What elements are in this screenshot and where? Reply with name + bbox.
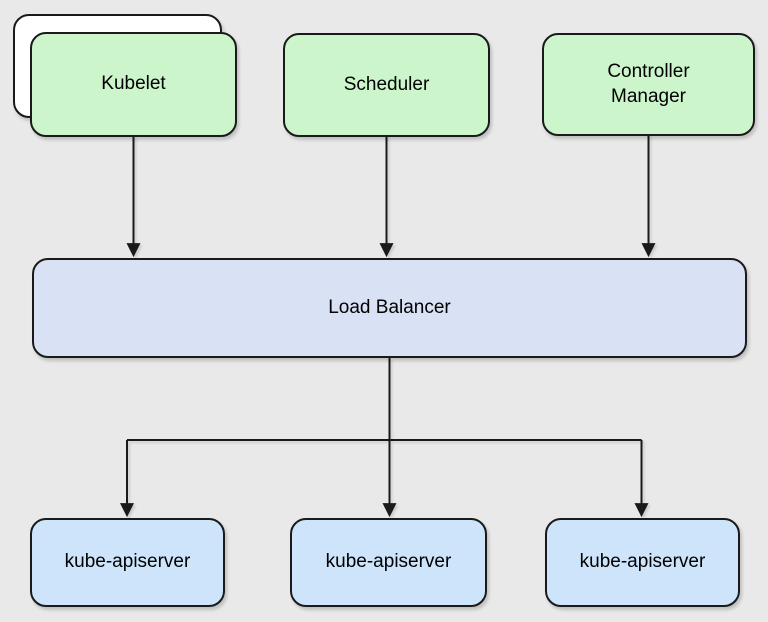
node-controller-manager-label: Controller Manager [607, 61, 690, 107]
node-kubelet-label: Kubelet [101, 73, 166, 95]
node-scheduler: Scheduler [283, 33, 490, 137]
node-kube-apiserver-2-label: kube-apiserver [325, 551, 452, 573]
node-kube-apiserver-3-label: kube-apiserver [579, 551, 706, 573]
node-kube-apiserver-1-label: kube-apiserver [64, 551, 191, 573]
node-load-balancer-label: Load Balancer [328, 296, 451, 318]
node-controller-manager: Controller Manager [542, 33, 755, 136]
node-kube-apiserver-1: kube-apiserver [30, 518, 225, 607]
node-scheduler-label: Scheduler [343, 73, 430, 95]
node-load-balancer: Load Balancer [32, 258, 747, 358]
node-kube-apiserver-2: kube-apiserver [290, 518, 487, 607]
node-kube-apiserver-3: kube-apiserver [545, 518, 740, 607]
node-kubelet: Kubelet [30, 32, 237, 137]
